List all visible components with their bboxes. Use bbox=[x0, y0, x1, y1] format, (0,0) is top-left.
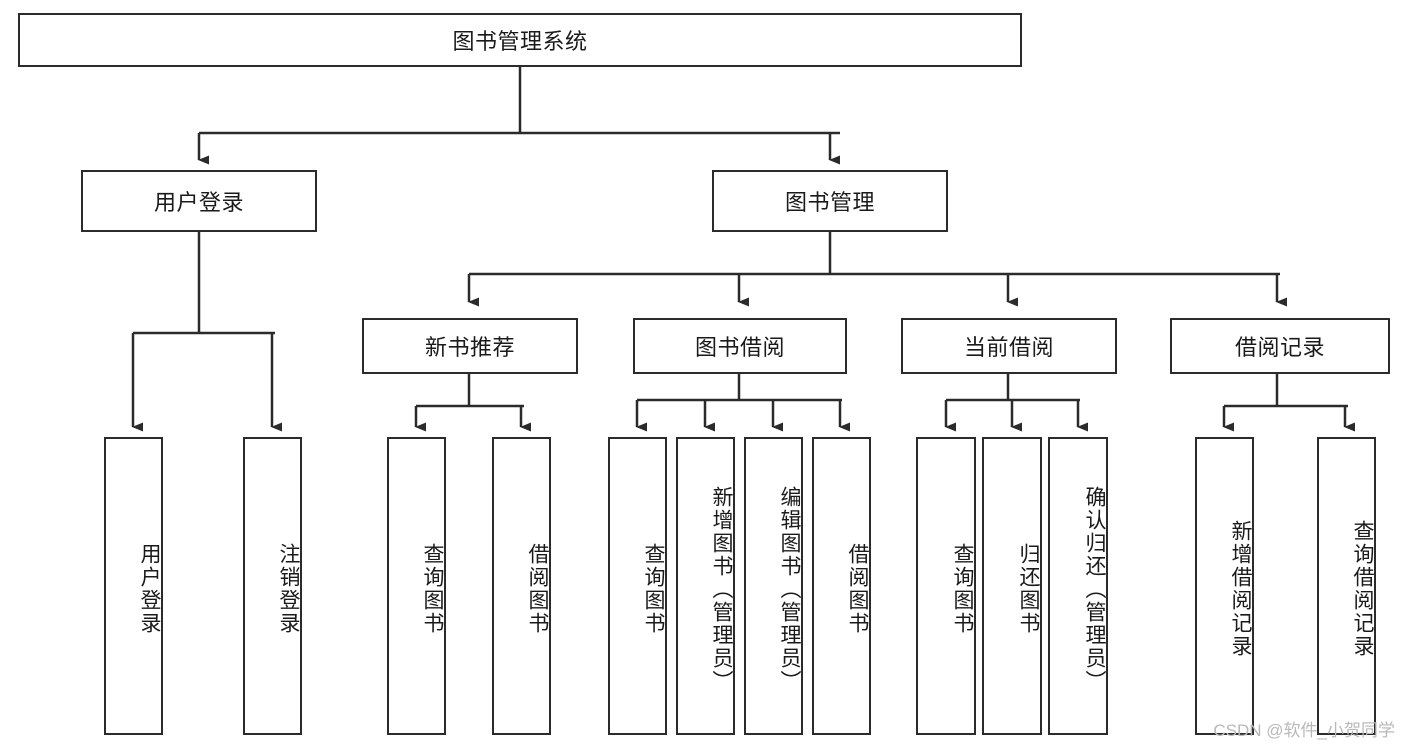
leaf-borrow-add-book-admin[interactable]: 新增图书（管理员） bbox=[676, 437, 735, 735]
node-new-book-recommend[interactable]: 新书推荐 bbox=[362, 318, 578, 374]
node-label: 查询借阅记录 bbox=[1351, 520, 1374, 658]
leaf-borrow-query-book[interactable]: 查询图书 bbox=[608, 437, 667, 735]
node-label: 确认归还（管理员） bbox=[1083, 485, 1106, 693]
leaf-user-login-signout[interactable]: 注销登录 bbox=[243, 437, 302, 735]
leaf-current-query-book[interactable]: 查询图书 bbox=[916, 437, 976, 735]
leaf-records-add-record[interactable]: 新增借阅记录 bbox=[1195, 437, 1254, 735]
leaf-borrow-borrow-book[interactable]: 借阅图书 bbox=[812, 437, 871, 735]
leaf-current-confirm-return-admin[interactable]: 确认归还（管理员） bbox=[1048, 437, 1108, 735]
node-borrow-records[interactable]: 借阅记录 bbox=[1170, 318, 1390, 374]
node-current-borrow[interactable]: 当前借阅 bbox=[901, 318, 1117, 374]
node-label: 图书管理 bbox=[784, 190, 875, 215]
node-label: 借阅图书 bbox=[526, 543, 549, 635]
node-user-login[interactable]: 用户登录 bbox=[81, 170, 317, 232]
node-label: 新书推荐 bbox=[424, 335, 515, 360]
leaf-current-return-book[interactable]: 归还图书 bbox=[982, 437, 1042, 735]
node-label: 注销登录 bbox=[277, 543, 300, 635]
node-book-borrow[interactable]: 图书借阅 bbox=[633, 318, 847, 374]
node-root-system[interactable]: 图书管理系统 bbox=[18, 13, 1022, 67]
leaf-records-query-record[interactable]: 查询借阅记录 bbox=[1317, 437, 1376, 735]
node-label: 用户登录 bbox=[138, 543, 161, 635]
node-label: 当前借阅 bbox=[963, 335, 1054, 360]
node-book-management[interactable]: 图书管理 bbox=[712, 170, 948, 232]
node-label: 新增借阅记录 bbox=[1229, 520, 1252, 658]
node-label: 查询图书 bbox=[951, 543, 974, 635]
node-label: 新增图书（管理员） bbox=[710, 485, 733, 693]
leaf-new-book-borrow[interactable]: 借阅图书 bbox=[492, 437, 551, 735]
node-label: 用户登录 bbox=[153, 190, 244, 215]
leaf-new-book-query[interactable]: 查询图书 bbox=[387, 437, 446, 735]
node-label: 借阅图书 bbox=[846, 543, 869, 635]
leaf-borrow-edit-book-admin[interactable]: 编辑图书（管理员） bbox=[744, 437, 803, 735]
node-label: 借阅记录 bbox=[1234, 335, 1325, 360]
node-label: 查询图书 bbox=[642, 543, 665, 635]
leaf-user-login-signin[interactable]: 用户登录 bbox=[104, 437, 163, 735]
node-label: 图书管理系统 bbox=[452, 29, 588, 54]
node-label: 归还图书 bbox=[1017, 543, 1040, 635]
node-label: 编辑图书（管理员） bbox=[778, 485, 801, 693]
node-label: 查询图书 bbox=[421, 543, 444, 635]
node-label: 图书借阅 bbox=[694, 335, 785, 360]
